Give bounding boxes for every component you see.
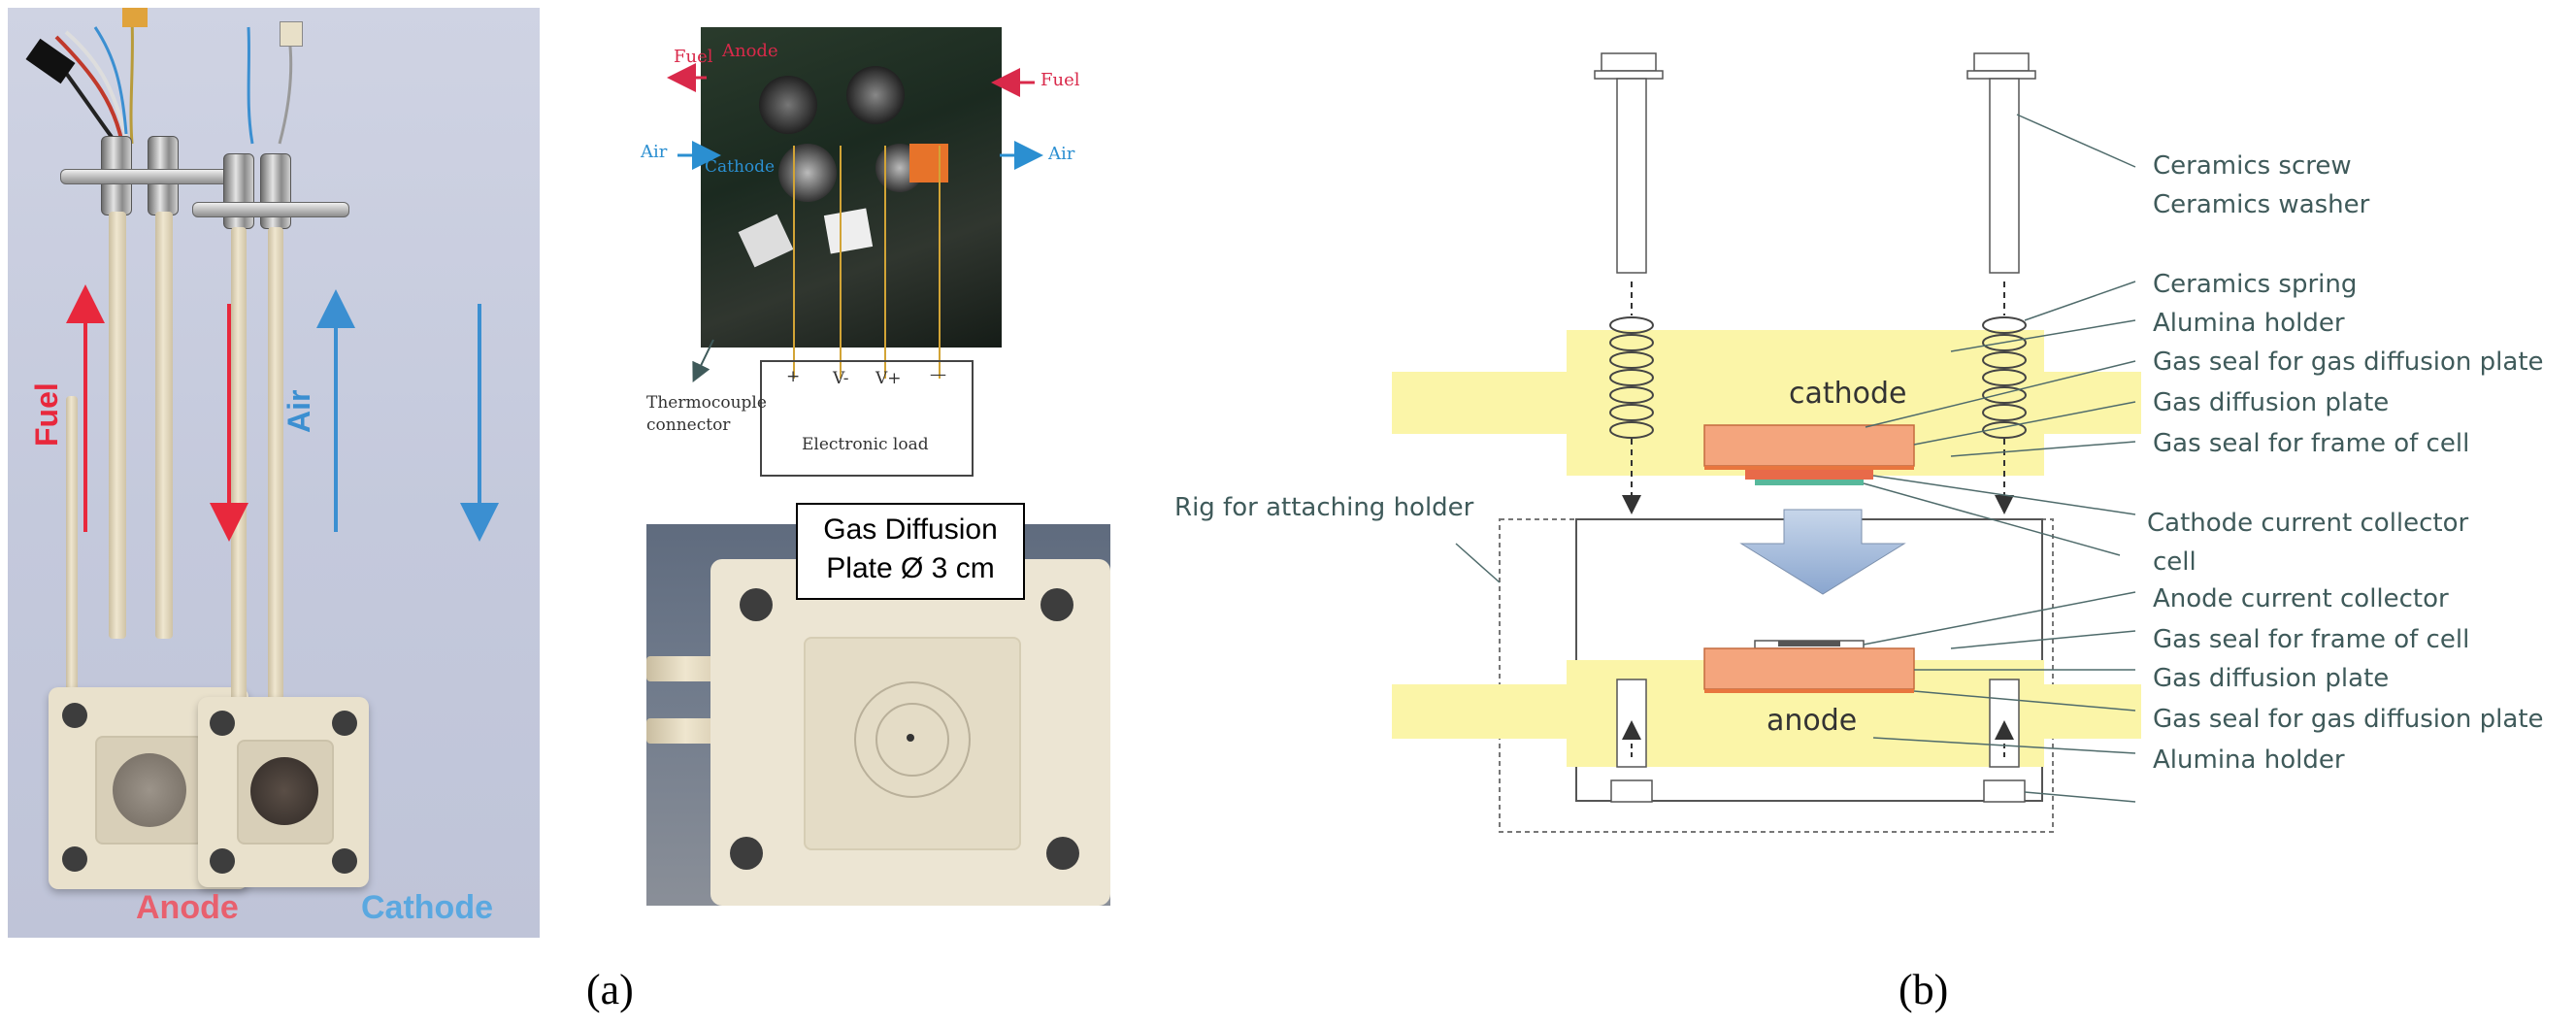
terminal-minus: — bbox=[930, 365, 946, 384]
screw-hole bbox=[1046, 837, 1079, 870]
upper-holder-tab-left bbox=[1392, 372, 1567, 434]
label-cell: cell bbox=[2153, 547, 2196, 577]
connector-plug bbox=[122, 8, 148, 27]
cathode-frame-seal bbox=[1745, 470, 1873, 480]
cathode-region-label: cathode bbox=[1789, 377, 1907, 411]
screw-hole bbox=[62, 703, 87, 728]
t-handle bbox=[192, 202, 349, 217]
ceramics-screw-right bbox=[1966, 52, 2036, 274]
rig-frame bbox=[1499, 518, 2054, 833]
gas-diffusion-plate-photo bbox=[646, 524, 1110, 906]
cathode-disc bbox=[250, 757, 318, 825]
label-ceramics-washer: Ceramics washer bbox=[2153, 190, 2370, 219]
assembly-arrow bbox=[1739, 509, 1906, 595]
screw-hole bbox=[210, 848, 235, 874]
anode-label: Anode bbox=[136, 889, 239, 926]
ceramic-tube bbox=[268, 227, 283, 712]
plate-recess bbox=[237, 740, 334, 845]
callout-line-2: Plate Ø 3 cm bbox=[826, 552, 995, 584]
air-left-label: Air bbox=[641, 142, 668, 162]
cathode-gas-seal bbox=[1704, 466, 1914, 470]
caption-a: (a) bbox=[586, 966, 634, 1013]
screw-hole bbox=[332, 711, 357, 736]
air-right-label: Air bbox=[1048, 144, 1075, 164]
label-cathode-current-collector: Cathode current collector bbox=[2147, 509, 2469, 538]
tube-fitting bbox=[846, 66, 905, 124]
fuel-right-label: Fuel bbox=[1040, 70, 1080, 90]
label-alumina-holder-lower: Alumina holder bbox=[2153, 745, 2345, 775]
tube-fitting bbox=[778, 144, 837, 202]
label-gas-diffusion-plate-upper: Gas diffusion plate bbox=[2153, 388, 2390, 417]
caption-b: (b) bbox=[1899, 966, 1949, 1013]
label-anode-current-collector: Anode current collector bbox=[2153, 584, 2449, 613]
cathode-label: Cathode bbox=[361, 889, 493, 926]
terminal-plus: + bbox=[786, 367, 801, 386]
plate-recess bbox=[804, 637, 1021, 850]
terminal-vplus: V+ bbox=[875, 369, 902, 388]
label-gas-seal-gdp-upper: Gas seal for gas diffusion plate bbox=[2153, 348, 2544, 377]
fuel-left-label: Fuel bbox=[674, 47, 713, 67]
ceramic-tube bbox=[155, 212, 173, 639]
label-alumina-holder-upper: Alumina holder bbox=[2153, 309, 2345, 338]
gas-diffusion-plate-callout: Gas Diffusion Plate Ø 3 cm bbox=[796, 503, 1025, 600]
cathode-gas-diffusion-plate bbox=[1703, 424, 1915, 467]
lower-holder-tab-left bbox=[1392, 684, 1567, 739]
leader-lines bbox=[1455, 114, 2136, 803]
plate-center-hole bbox=[907, 734, 914, 742]
label-gas-seal-gdp-lower: Gas seal for gas diffusion plate bbox=[2153, 705, 2544, 734]
electronic-load-label: Electronic load bbox=[802, 435, 929, 454]
flow-arrows bbox=[66, 284, 499, 542]
cathode-text: Cathode bbox=[705, 157, 776, 177]
fuel-cell-holders-photo: Fuel Air Anode Cathode bbox=[8, 8, 540, 938]
ceramic-tube bbox=[109, 212, 126, 639]
terminal-vminus: V- bbox=[833, 369, 849, 388]
rig-label: Rig for attaching holder bbox=[1174, 493, 1474, 522]
washer-right bbox=[1983, 779, 2026, 803]
cathode-current-collector bbox=[1755, 480, 1864, 485]
thermocouple-label-1: Thermocouple bbox=[646, 393, 767, 413]
ceramics-screw-left bbox=[1594, 52, 1664, 274]
washer-left bbox=[1610, 779, 1653, 803]
upper-holder-tab-right bbox=[2044, 372, 2141, 434]
plate-ring bbox=[875, 703, 949, 777]
anode-text: Anode bbox=[722, 41, 778, 61]
anode-gas-seal bbox=[1704, 689, 1914, 693]
label-gas-seal-frame-upper: Gas seal for frame of cell bbox=[2153, 429, 2470, 458]
screw-hole bbox=[1040, 588, 1073, 621]
thermocouple-label-2: connector bbox=[646, 415, 731, 435]
plate-recess bbox=[95, 736, 204, 845]
cathode-holder bbox=[198, 697, 369, 887]
lower-holder-tab-right bbox=[2044, 684, 2141, 739]
holder-block bbox=[710, 559, 1110, 906]
label-ceramics-screw: Ceramics screw bbox=[2153, 151, 2352, 181]
callout-line-1: Gas Diffusion bbox=[823, 514, 998, 546]
tube-fitting bbox=[759, 76, 817, 134]
wiring-photo bbox=[701, 27, 1002, 348]
gas-diffusion-plate bbox=[854, 681, 971, 798]
screw-hole bbox=[740, 588, 773, 621]
anode-region-label: anode bbox=[1767, 704, 1858, 738]
ceramic-tube bbox=[231, 227, 247, 712]
ceramics-spring-right bbox=[1982, 316, 2027, 439]
cell bbox=[1778, 641, 1840, 646]
label-gas-diffusion-plate-lower: Gas diffusion plate bbox=[2153, 664, 2390, 693]
screw-hole bbox=[332, 848, 357, 874]
label-ceramics-spring: Ceramics spring bbox=[2153, 270, 2358, 299]
ceramic-tube bbox=[66, 396, 78, 697]
connector-plug bbox=[280, 21, 303, 47]
anode-gas-diffusion-plate bbox=[1703, 647, 1915, 690]
terminal-block bbox=[909, 144, 948, 182]
porous-disc bbox=[113, 753, 186, 827]
screw-hole bbox=[210, 711, 235, 736]
ceramics-spring-left bbox=[1609, 316, 1654, 439]
screw-hole bbox=[730, 837, 763, 870]
label-gas-seal-frame-lower: Gas seal for frame of cell bbox=[2153, 625, 2470, 654]
screw-hole bbox=[62, 846, 87, 872]
